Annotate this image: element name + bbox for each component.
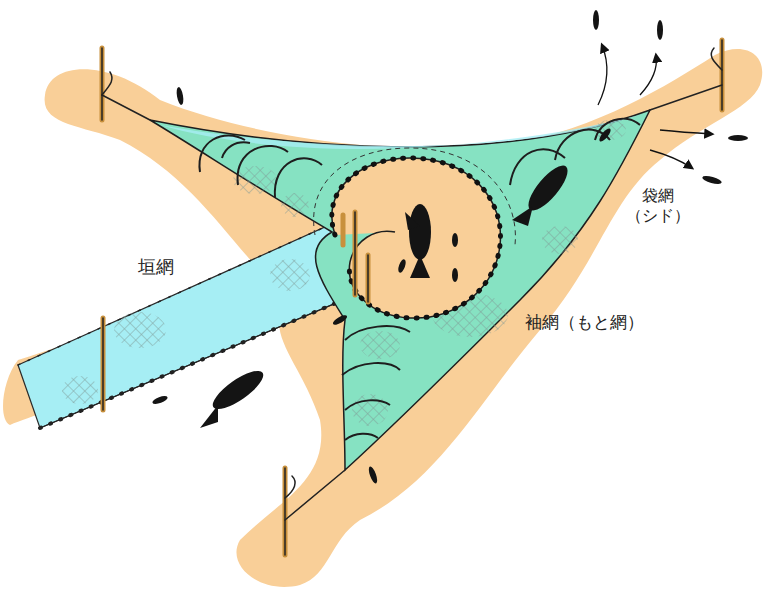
- wing-net-label: 袖網（もと網）: [525, 312, 644, 333]
- leader-net-label: 垣網: [138, 256, 174, 279]
- bag-net-label: 袋網 （シド）: [624, 186, 691, 226]
